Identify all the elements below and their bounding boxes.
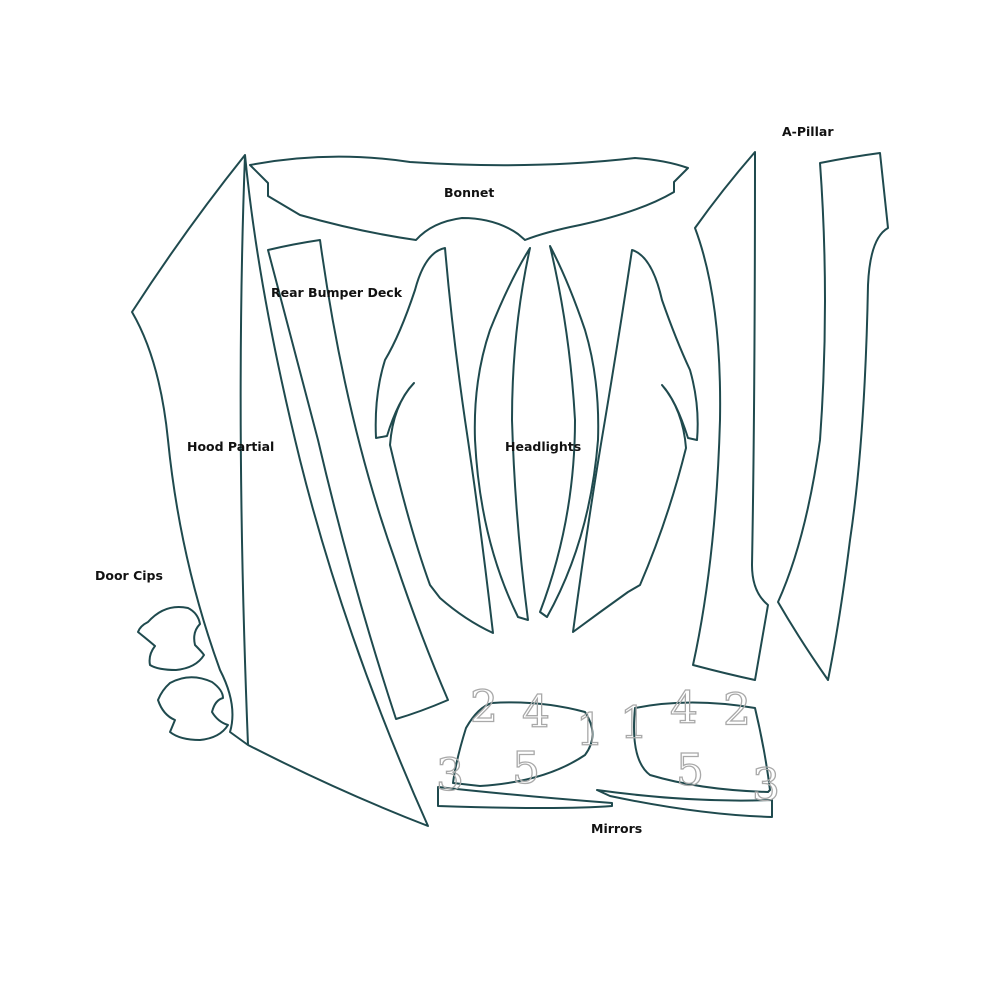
- hood-partial-label: Hood Partial: [187, 439, 274, 454]
- headlight-outer-left-piece: [374, 247, 494, 634]
- a-pillar-right-piece: [777, 152, 889, 681]
- mirror-right-number: 5: [676, 745, 704, 796]
- a-pillar-left-piece: [692, 151, 769, 681]
- headlights-label: Headlights: [505, 439, 581, 454]
- a-pillar-label: A-Pillar: [782, 124, 834, 139]
- mirror-left-number: 4: [522, 687, 550, 738]
- hood-partial-piece: [131, 154, 429, 827]
- mirror-left-cap-piece: [452, 701, 594, 787]
- door-cips-label: Door Cips: [95, 568, 163, 583]
- mirror-left-strip-piece: [437, 786, 613, 809]
- mirror-left-number: 3: [436, 750, 464, 801]
- headlight-inner-right-piece: [539, 245, 600, 618]
- door-cup-lower-piece: [157, 676, 229, 741]
- bonnet-label: Bonnet: [444, 185, 494, 200]
- mirror-right-number: 1: [620, 698, 648, 749]
- mirror-left-number: 2: [470, 682, 498, 733]
- door-cup-upper-piece: [137, 606, 205, 671]
- mirror-right-cap-piece: [633, 701, 771, 793]
- headlight-outer-right-piece: [572, 249, 699, 633]
- mirror-left-number: 1: [576, 705, 604, 756]
- bonnet-piece: [249, 155, 689, 241]
- headlight-inner-left-piece: [473, 247, 531, 621]
- mirrors-label: Mirrors: [591, 821, 642, 836]
- rear-bumper-deck-label: Rear Bumper Deck: [271, 285, 403, 300]
- mirror-right-number: 3: [752, 760, 780, 811]
- mirror-right-number: 2: [723, 685, 751, 736]
- mirror-left-number: 5: [512, 743, 540, 794]
- mirror-right-number: 4: [670, 683, 698, 734]
- mirror-right-strip-piece: [596, 789, 773, 818]
- rear-bumper-deck-piece: [267, 239, 449, 720]
